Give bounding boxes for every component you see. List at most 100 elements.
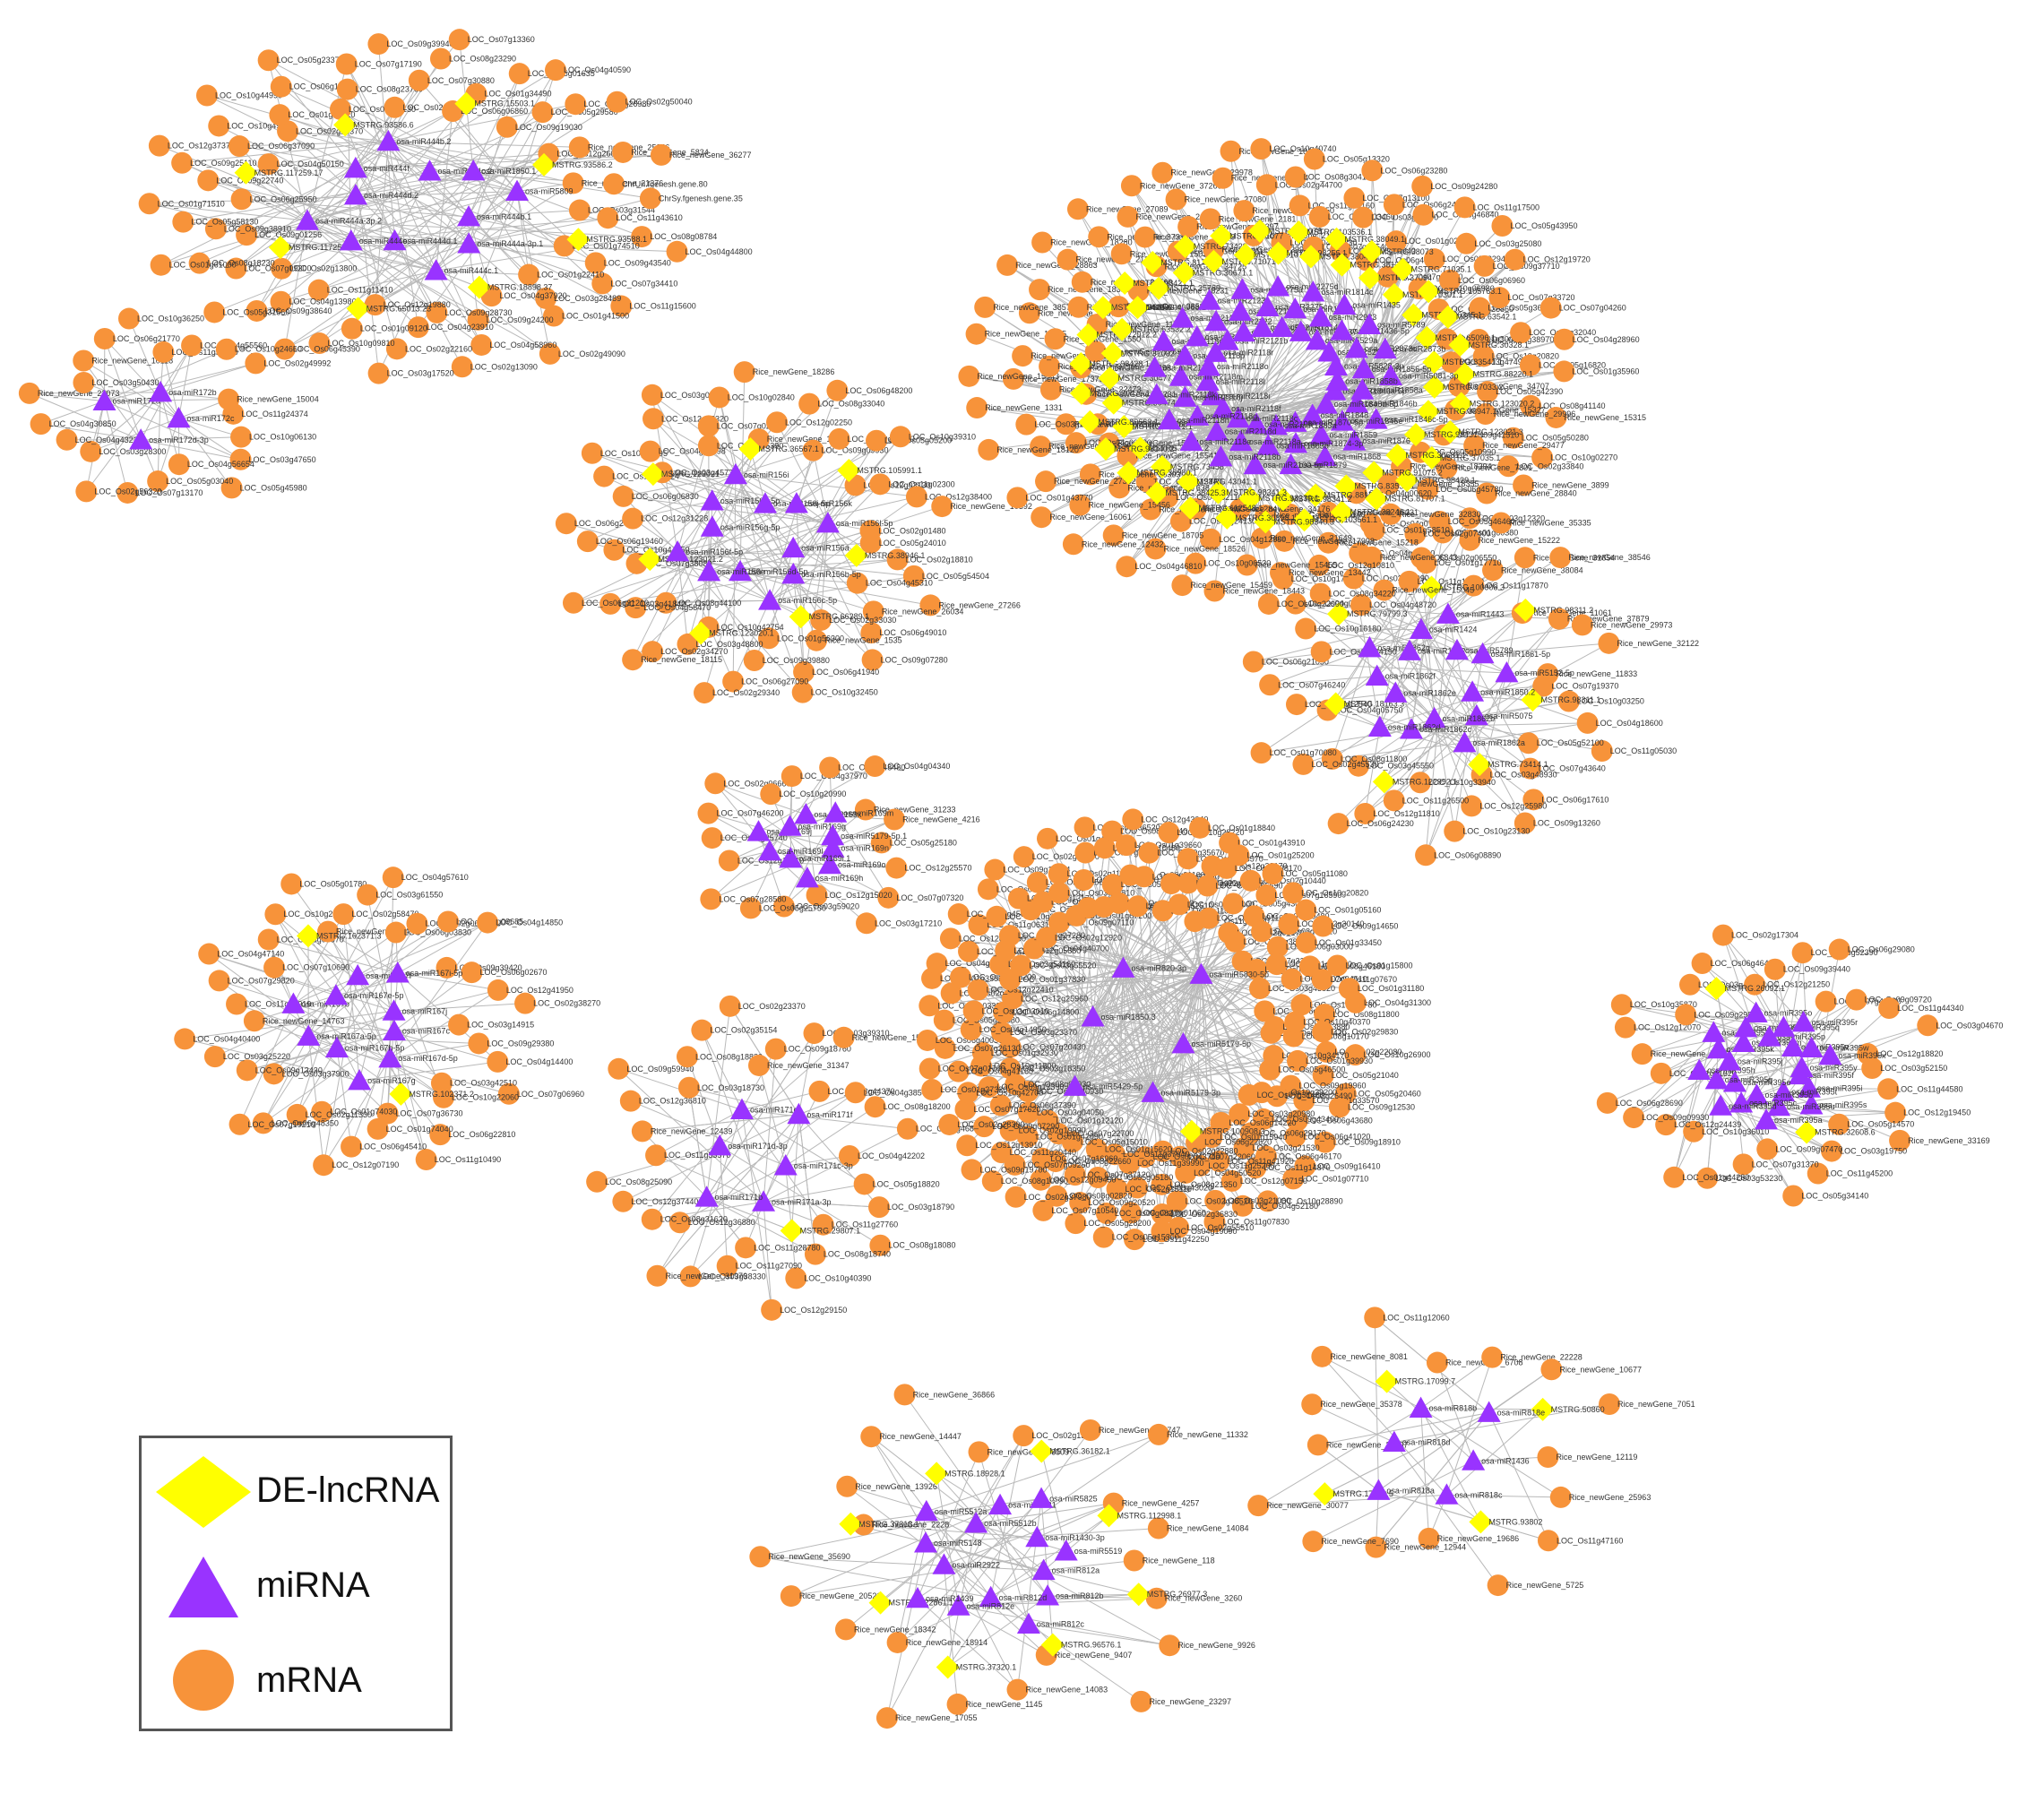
mrna-node[interactable] [1263, 1015, 1286, 1038]
mrna-node[interactable] [968, 914, 990, 936]
mirna-node[interactable] [1702, 1021, 1726, 1042]
mrna-node[interactable] [1203, 580, 1226, 602]
mirna-node[interactable] [1250, 315, 1274, 338]
mrna-node[interactable] [966, 397, 988, 419]
mrna-node[interactable] [204, 218, 227, 240]
lncrna-node[interactable] [454, 91, 479, 116]
lncrna-node[interactable] [641, 462, 665, 487]
mrna-node[interactable] [1238, 1083, 1260, 1106]
mrna-node[interactable] [1293, 1090, 1315, 1112]
mrna-node[interactable] [1177, 848, 1199, 870]
mirna-node[interactable] [1409, 1396, 1433, 1419]
mirna-node[interactable] [1772, 1015, 1796, 1037]
mrna-node[interactable] [1278, 913, 1300, 936]
lncrna-node[interactable] [1147, 276, 1171, 300]
mrna-node[interactable] [973, 1116, 996, 1138]
mrna-node[interactable] [1307, 554, 1330, 576]
mrna-node[interactable] [889, 426, 911, 448]
mrna-node[interactable] [806, 884, 828, 906]
lncrna-node[interactable] [1403, 422, 1427, 446]
mrna-node[interactable] [1302, 1531, 1324, 1553]
mrna-node[interactable] [1286, 1109, 1308, 1132]
mrna-node[interactable] [986, 905, 1008, 927]
mrna-node[interactable] [1311, 969, 1333, 991]
mrna-node[interactable] [198, 943, 220, 965]
mrna-node[interactable] [668, 1212, 691, 1234]
mrna-node[interactable] [1010, 954, 1032, 977]
mrna-node[interactable] [1679, 973, 1702, 996]
mrna-node[interactable] [1108, 477, 1131, 499]
mrna-node[interactable] [1502, 427, 1524, 449]
lncrna-node[interactable] [1298, 245, 1323, 269]
mrna-node[interactable] [1251, 920, 1273, 943]
mrna-node[interactable] [1102, 524, 1125, 547]
mirna-node[interactable] [383, 229, 407, 251]
mrna-node[interactable] [1130, 1690, 1152, 1712]
mrna-node[interactable] [919, 1057, 941, 1080]
lncrna-node[interactable] [268, 236, 292, 260]
mrna-node[interactable] [1696, 1167, 1719, 1189]
lncrna-node[interactable] [1091, 296, 1115, 320]
lncrna-node[interactable] [1076, 323, 1100, 347]
mrna-node[interactable] [990, 1021, 1013, 1043]
mrna-node[interactable] [1247, 1495, 1270, 1517]
lncrna-node[interactable] [1313, 1482, 1337, 1506]
lncrna-node[interactable] [1128, 436, 1152, 461]
mrna-node[interactable] [1095, 1203, 1117, 1225]
mrna-node[interactable] [543, 305, 565, 327]
mrna-node[interactable] [307, 279, 330, 301]
mrna-node[interactable] [1303, 148, 1325, 170]
mirna-node[interactable] [1772, 1080, 1796, 1102]
mrna-node[interactable] [382, 867, 404, 889]
mirna-node[interactable] [1367, 715, 1392, 737]
mirna-node[interactable] [1305, 328, 1329, 350]
mrna-node[interactable] [1310, 641, 1332, 663]
mrna-node[interactable] [1106, 1177, 1128, 1200]
mrna-node[interactable] [270, 75, 292, 98]
mrna-node[interactable] [1171, 574, 1194, 597]
mirna-node[interactable] [906, 1586, 930, 1608]
mrna-node[interactable] [919, 594, 942, 617]
mrna-node[interactable] [719, 995, 741, 1017]
mrna-node[interactable] [336, 78, 358, 100]
mirna-node[interactable] [1212, 396, 1236, 418]
mrna-node[interactable] [834, 1618, 857, 1641]
mirna-node[interactable] [1767, 1094, 1791, 1117]
mirna-node[interactable] [913, 1531, 937, 1553]
mrna-node[interactable] [1177, 215, 1200, 237]
lncrna-node[interactable] [1795, 1120, 1819, 1144]
mirna-node[interactable] [1054, 1539, 1078, 1561]
lncrna-node[interactable] [1419, 445, 1444, 470]
mirna-node[interactable] [1197, 289, 1221, 310]
mrna-node[interactable] [1074, 841, 1097, 864]
mrna-node[interactable] [639, 187, 661, 210]
mrna-node[interactable] [357, 884, 379, 906]
mrna-node[interactable] [1477, 381, 1499, 403]
mrna-node[interactable] [612, 485, 634, 507]
mirna-node[interactable] [1215, 329, 1239, 350]
mirna-node[interactable] [1358, 313, 1382, 334]
mrna-node[interactable] [722, 670, 745, 693]
lncrna-node[interactable] [1173, 235, 1197, 259]
lncrna-node[interactable] [1110, 317, 1134, 341]
mrna-node[interactable] [1017, 1101, 1039, 1124]
mrna-node[interactable] [1782, 1185, 1805, 1207]
mrna-node[interactable] [93, 328, 116, 350]
mrna-node[interactable] [1013, 1425, 1035, 1447]
lncrna-node[interactable] [1172, 261, 1196, 285]
lncrna-node[interactable] [1150, 455, 1174, 479]
mrna-node[interactable] [1220, 140, 1242, 162]
mrna-node[interactable] [470, 333, 493, 356]
mrna-node[interactable] [1103, 1143, 1125, 1166]
mrna-node[interactable] [1101, 874, 1124, 896]
mrna-node[interactable] [245, 352, 267, 375]
mrna-node[interactable] [451, 356, 473, 378]
mirna-node[interactable] [1189, 962, 1213, 984]
mrna-node[interactable] [697, 802, 720, 824]
mirna-node[interactable] [1351, 357, 1376, 379]
mirna-node[interactable] [757, 839, 781, 861]
mirna-node[interactable] [1704, 1067, 1729, 1090]
mrna-node[interactable] [1531, 446, 1554, 469]
mrna-node[interactable] [1257, 592, 1280, 615]
mirna-node[interactable] [694, 1186, 719, 1207]
